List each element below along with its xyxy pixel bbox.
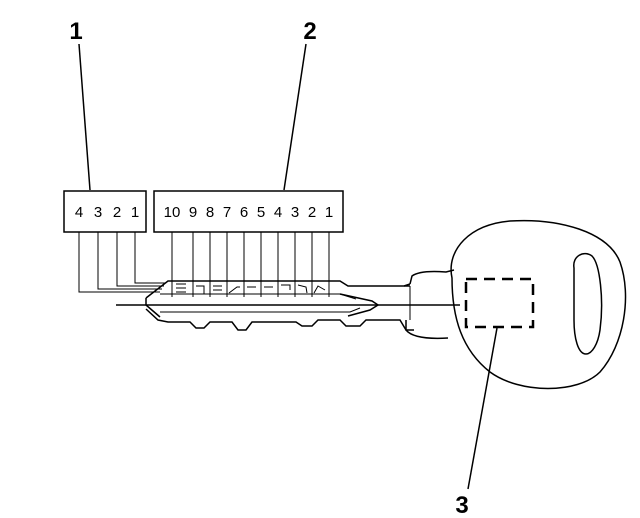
small-code-1: 1 <box>131 204 139 221</box>
large-code-9: 9 <box>189 204 197 221</box>
cut-depth-marks <box>176 283 326 295</box>
code-box-large <box>153 190 344 233</box>
small-code-4: 4 <box>75 204 83 221</box>
key-neck-top <box>409 269 455 285</box>
small-code-3: 3 <box>94 204 102 221</box>
large-code-2: 2 <box>308 204 316 221</box>
code-box-small-numbers: 4 3 2 1 <box>75 204 139 221</box>
callout-3: 3 <box>455 492 468 518</box>
large-code-1: 1 <box>325 204 333 221</box>
leader-line-1 <box>78 43 91 191</box>
large-code-7: 7 <box>223 204 231 221</box>
large-box-wires <box>171 232 330 297</box>
large-code-3: 3 <box>291 204 299 221</box>
leader-line-3 <box>467 327 498 490</box>
code-box-small <box>63 190 147 233</box>
small-code-2: 2 <box>113 204 121 221</box>
large-code-5: 5 <box>257 204 265 221</box>
small-box-wires <box>78 232 166 293</box>
key-neck-bottom <box>405 320 449 340</box>
callout-2: 2 <box>303 18 316 45</box>
key-blade <box>116 280 460 331</box>
large-code-8: 8 <box>206 204 214 221</box>
code-box-large-numbers: 10 9 8 7 6 5 4 3 2 1 <box>164 204 334 221</box>
callout-1: 1 <box>69 18 82 45</box>
large-code-10: 10 <box>164 204 181 221</box>
leader-line-2 <box>283 43 307 191</box>
large-code-6: 6 <box>240 204 248 221</box>
large-code-4: 4 <box>274 204 282 221</box>
transponder-chip <box>464 277 535 329</box>
key-head <box>450 219 627 390</box>
key-ring-slot <box>573 252 603 355</box>
